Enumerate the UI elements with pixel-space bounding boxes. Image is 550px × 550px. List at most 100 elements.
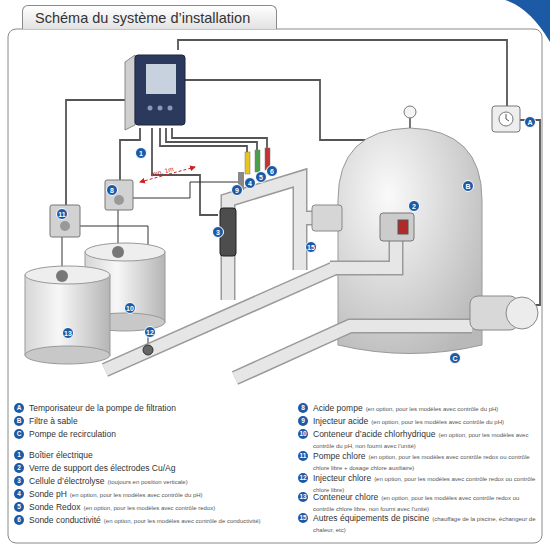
legend-body: Conteneur chlore(en option, pour les mod… [313,492,542,514]
legend-body: Temporisateur de la pompe de filtration [29,403,176,413]
legend-row: 15 Autres équipements de piscine(chauffag… [298,513,542,535]
legend-marker: 4 [14,489,24,499]
tank-top [25,266,110,284]
legend-marker: 2 [14,463,24,473]
callout-text: 1 [139,150,143,157]
callout-number: 1 [135,147,147,159]
tank-bottom [25,346,110,364]
legend-marker-text: 4 [17,491,21,498]
pump-head [60,221,70,231]
title-text: Schéma du système d’installation [35,10,250,26]
redox-probe [255,150,260,172]
control-box-side [125,55,135,130]
title-tab: Schéma du système d’installation [22,5,277,29]
callout-number: 11 [56,208,68,220]
legend-marker: A [14,403,24,413]
callout-number: 10 [124,302,136,314]
callout-text: 6 [270,168,274,175]
legend-marker: 3 [14,476,24,486]
callout-text: C [452,355,457,362]
legend-text: Pompe de recirculation [29,429,116,439]
control-button [158,106,163,111]
chlorine-injector [143,345,153,355]
legend-row: 10 Conteneur d’acide chlorhydrique(en opt… [298,429,542,451]
legend-note: (en option, pour les modèles avec contrô… [104,518,261,524]
callout-number: C [449,352,461,364]
legend-row: A Temporisateur de la pompe de filtration [14,403,269,413]
legend-marker-text: 11 [300,453,307,460]
wire [172,128,267,148]
callout-text: 8 [110,187,114,194]
callout-text: 4 [248,180,252,187]
legend-text: Verre de support des électrodes Cu/Ag [29,463,175,473]
tank-body [25,275,110,355]
control-button [168,106,173,111]
pump-motor [506,297,538,329]
callout-text: 2 [412,203,416,210]
legend-row: 9 Injecteur acide(en option, pour les mod… [298,416,542,427]
legend-text: Filtre à sable [29,416,78,426]
legend-body: Sonde Redox(en option, pour les modèles … [29,502,215,513]
electrode-holder [398,220,408,234]
tank-top [85,243,165,261]
timer-hands [506,114,509,121]
legend-marker: 8 [298,403,308,413]
legend-row: 11Pompe chlore(en option, pour les modèl… [298,451,542,473]
wire [160,128,247,152]
ph-probe [245,152,250,174]
legend-text: Acide pompe [313,403,363,413]
pipe [228,178,300,300]
legend-text: Conteneur chlore [313,492,378,502]
legend-note: (en option, pour les modèles avec contrô… [371,419,504,425]
callout-text: 12 [146,329,154,336]
wire [166,128,257,150]
legend-note: (toujours en position verticale) [108,479,188,485]
legend-body: Acide pompe(en option, pour les modèles … [313,403,498,414]
legend-marker: 9 [298,416,308,426]
pipework [105,178,472,378]
legend-body: Conteneur d’acide chlorhydrique(en optio… [313,429,542,451]
multiport-valve [380,213,414,241]
tank-cap [112,246,124,258]
legend-body: Autres équipements de piscine(chauffage … [313,513,542,535]
legend-marker-text: 5 [17,504,21,511]
legend-marker: 1 [14,450,24,460]
legend-marker-text: 10 [299,431,306,438]
wire [520,120,540,305]
callout-text: 5 [259,174,263,181]
legend-row: BFiltre à sable [14,416,269,426]
pump-head [114,195,124,205]
legend-row: 3 Cellule d’électrolyse(toujours en posit… [14,476,269,487]
legend-marker-text: 8 [301,405,305,412]
legend-text: Injecteur acide [313,416,368,426]
pipe [330,240,396,268]
callout-number: 2 [408,200,420,212]
legend-marker-text: 15 [299,515,306,522]
callout-text: 9 [235,187,239,194]
callout-number: 13 [62,327,74,339]
legend-body: Verre de support des électrodes Cu/Ag [29,463,175,473]
legend-row: 4 Sonde pH(en option, pour les modèles av… [14,489,269,500]
pipe [330,240,396,268]
legend-marker: 6 [14,515,24,525]
legend-body: Pompe de recirculation [29,429,116,439]
callout-text: 10 [126,305,134,312]
legend-text: Sonde pH [29,489,67,499]
legend-text: Cellule d’électrolyse [29,476,105,486]
callout-number: B [462,180,474,192]
legend-text: Autres équipements de piscine [313,513,429,523]
legend-text: Conteneur d’acide chlorhydrique [313,429,435,439]
legend-body: Sonde pH(en option, pour les modèles ave… [29,489,203,500]
callout-number: A [524,116,536,128]
acid-pump [105,180,133,210]
callout-number: 4 [244,177,256,189]
legend-row: CPompe de recirculation [14,429,269,439]
callout-text: B [465,183,470,190]
pipe [228,178,300,300]
corner-accent [505,0,550,42]
callout-number: 6 [266,165,278,177]
callout-number: 5 [255,171,267,183]
pipe [235,326,472,378]
legend-row: 2 Verre de support des électrodes Cu/Ag [14,463,269,473]
